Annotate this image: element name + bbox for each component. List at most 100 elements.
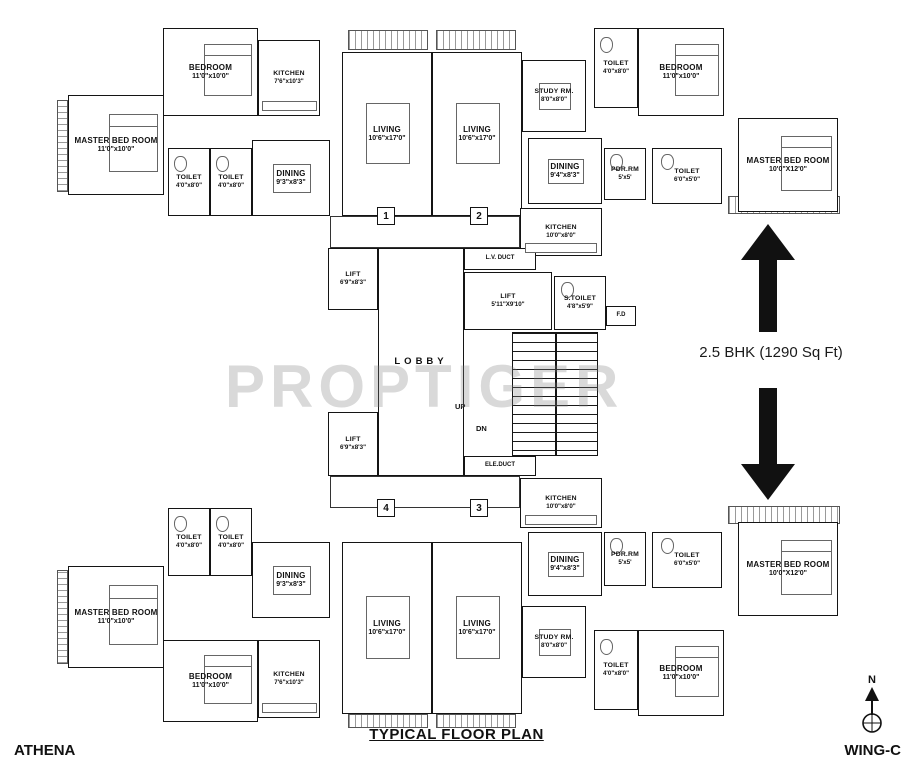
bed-icon xyxy=(781,539,833,595)
table-icon xyxy=(365,595,411,659)
up-arrow-icon xyxy=(741,224,795,332)
bed-icon xyxy=(109,585,159,645)
table-icon xyxy=(272,163,312,193)
stairs-dn-label: DN xyxy=(476,424,487,433)
down-arrow-icon xyxy=(741,388,795,500)
table-icon xyxy=(272,565,312,595)
page-title: TYPICAL FLOOR PLAN xyxy=(369,726,544,743)
wing-name-label: WING-C xyxy=(844,742,901,759)
table-icon xyxy=(539,82,571,110)
room-study-rm: STUDY RM.8'0"x8'0" xyxy=(522,60,586,132)
bed-icon xyxy=(781,135,833,191)
project-name-label: ATHENA xyxy=(14,742,76,759)
counter-icon xyxy=(262,703,317,714)
deck xyxy=(436,30,516,50)
wc-icon xyxy=(600,638,614,655)
wc-icon xyxy=(661,154,675,171)
unit-number-1: 1 xyxy=(377,207,395,225)
stairs-up-label: UP xyxy=(455,402,466,411)
deck xyxy=(348,30,428,50)
room-label: F.D xyxy=(616,312,626,319)
table-icon xyxy=(455,595,501,659)
table-icon xyxy=(455,103,501,164)
room-label: STUDY RM.8'0"x8'0" xyxy=(534,88,574,104)
open xyxy=(330,476,520,508)
north-indicator: N xyxy=(852,674,892,738)
north-label: N xyxy=(868,674,876,686)
room-f-d: F.D xyxy=(606,306,636,326)
counter-icon xyxy=(525,514,598,525)
table-icon xyxy=(365,103,411,164)
wc-icon xyxy=(173,515,187,532)
counter-icon xyxy=(262,101,317,112)
wc-icon xyxy=(600,36,614,53)
room-label: ELE.DUCT xyxy=(485,462,515,469)
deck-v xyxy=(57,570,68,664)
unit-number-3: 3 xyxy=(470,499,488,517)
room-label: L.V. DUCT xyxy=(485,255,515,262)
bhk-annotation: 2.5 BHK (1290 Sq Ft) xyxy=(699,344,843,361)
room-l-v-duct: L.V. DUCT xyxy=(464,248,536,270)
table-icon xyxy=(547,158,585,184)
wc-icon xyxy=(561,282,574,299)
table-icon xyxy=(539,628,571,656)
room-study-rm: STUDY RM.8'0"x8'0" xyxy=(522,606,586,678)
wc-icon xyxy=(661,538,675,555)
open xyxy=(330,216,520,248)
wc-icon xyxy=(215,515,229,532)
deck xyxy=(436,714,516,728)
table-icon xyxy=(547,552,585,577)
bed-icon xyxy=(674,44,719,97)
unit-number-4: 4 xyxy=(377,499,395,517)
